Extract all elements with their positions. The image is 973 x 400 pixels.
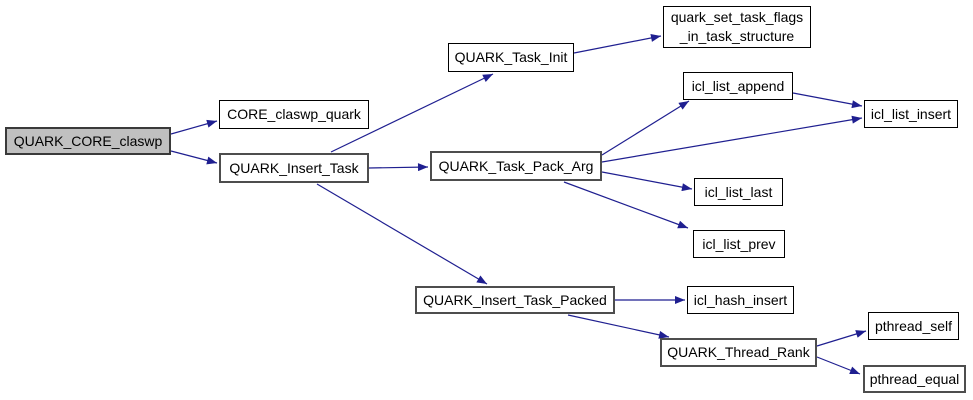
node-quark_set_task_flags_in_task_structure[interactable]: quark_set_task_flags _in_task_structure bbox=[663, 6, 811, 48]
node-icl_hash_insert[interactable]: icl_hash_insert bbox=[687, 286, 794, 314]
node-QUARK_Task_Init[interactable]: QUARK_Task_Init bbox=[448, 43, 574, 72]
edge-QUARK_Insert_Task-to-QUARK_Insert_Task_Packed bbox=[316, 183, 488, 285]
edge-QUARK_Task_Pack_Arg-to-icl_list_insert bbox=[601, 115, 863, 163]
node-CORE_claswp_quark[interactable]: CORE_claswp_quark bbox=[219, 100, 369, 129]
node-QUARK_Task_Pack_Arg[interactable]: QUARK_Task_Pack_Arg bbox=[430, 151, 602, 181]
edge-QUARK_Task_Pack_Arg-to-icl_list_append bbox=[601, 100, 690, 156]
node-icl_list_prev[interactable]: icl_list_prev bbox=[693, 230, 785, 258]
node-icl_list_append[interactable]: icl_list_append bbox=[683, 72, 793, 100]
node-QUARK_Thread_Rank[interactable]: QUARK_Thread_Rank bbox=[660, 338, 817, 367]
edge-QUARK_CORE_claswp-to-QUARK_Insert_Task bbox=[170, 150, 218, 165]
node-QUARK_CORE_claswp: QUARK_CORE_claswp bbox=[5, 127, 171, 155]
node-icl_list_last[interactable]: icl_list_last bbox=[694, 178, 783, 206]
edge-QUARK_Task_Pack_Arg-to-icl_list_prev bbox=[563, 181, 689, 229]
edge-QUARK_CORE_claswp-to-CORE_claswp_quark bbox=[170, 119, 218, 135]
node-QUARK_Insert_Task[interactable]: QUARK_Insert_Task bbox=[219, 153, 369, 183]
edge-QUARK_Insert_Task-to-QUARK_Task_Init bbox=[330, 73, 494, 153]
edge-QUARK_Task_Pack_Arg-to-icl_list_last bbox=[601, 171, 693, 192]
edge-QUARK_Insert_Task_Packed-to-QUARK_Thread_Rank bbox=[567, 314, 670, 339]
edge-QUARK_Insert_Task-to-QUARK_Task_Pack_Arg bbox=[368, 163, 429, 172]
edge-QUARK_Thread_Rank-to-pthread_self bbox=[816, 330, 867, 347]
node-icl_list_insert[interactable]: icl_list_insert bbox=[864, 100, 958, 128]
node-pthread_self[interactable]: pthread_self bbox=[868, 312, 959, 340]
edge-icl_list_append-to-icl_list_insert bbox=[792, 92, 863, 109]
edges bbox=[170, 33, 867, 375]
node-QUARK_Insert_Task_Packed[interactable]: QUARK_Insert_Task_Packed bbox=[415, 286, 615, 314]
edge-QUARK_Thread_Rank-to-pthread_equal bbox=[816, 356, 861, 375]
node-pthread_equal[interactable]: pthread_equal bbox=[863, 365, 966, 393]
edge-QUARK_Task_Init-to-quark_set_task_flags_in_task_structure bbox=[573, 33, 662, 54]
